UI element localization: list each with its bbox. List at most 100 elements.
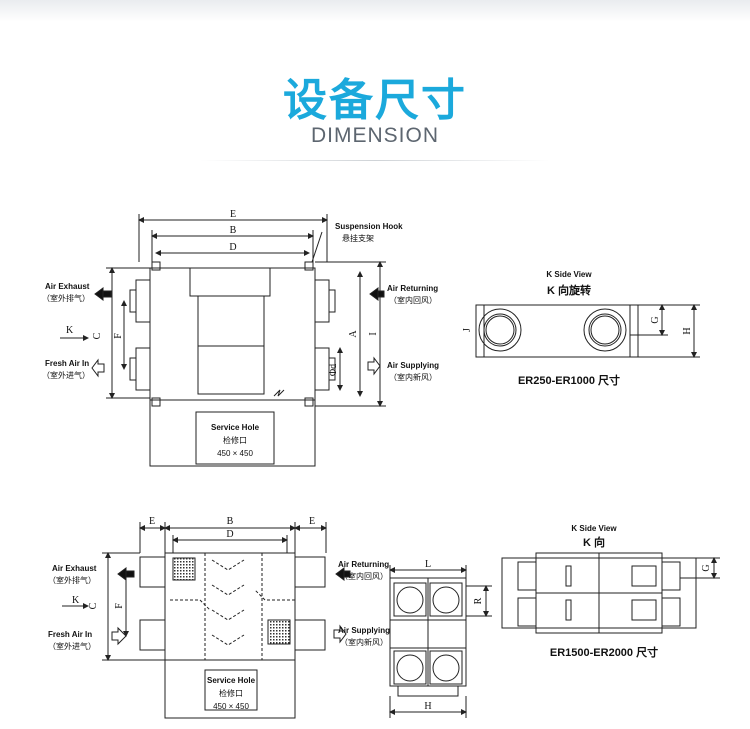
dim-C-bottom: C — [88, 602, 99, 609]
top-plan-labels: E B D C F A I Φd K Suspension Hook 悬挂支架 … — [42, 209, 439, 458]
top-duct-supply — [314, 347, 330, 391]
bottom-front-labels: L R H — [424, 559, 484, 712]
top-shadow-bar — [0, 0, 750, 22]
top-duct-exhaust — [135, 279, 151, 323]
air-returning-cn: （室内回风） — [389, 295, 437, 305]
bottom-duct-fresh — [139, 619, 166, 651]
b-air-supplying-cn: （室内新风） — [340, 637, 388, 647]
b-air-exhaust-cn: （室外排气） — [48, 575, 96, 585]
air-supplying-label: Air Supplying — [387, 361, 439, 370]
top-side-caption: ER250-ER1000 尺寸 — [518, 373, 620, 387]
top-hook-tr — [304, 261, 314, 271]
dim-R: R — [473, 597, 484, 604]
air-exhaust-label: Air Exhaust — [45, 282, 90, 291]
top-unit-core — [197, 295, 265, 395]
bottom-fresh-arrow — [111, 626, 127, 646]
dim-E: E — [230, 209, 236, 220]
b-service-hole-cn: 检修口 — [219, 688, 243, 698]
top-plan-view — [60, 214, 386, 467]
dim-K: K — [66, 325, 74, 336]
suspension-hook-cn: 悬挂支架 — [342, 233, 374, 243]
bottom-duct-supply — [294, 619, 326, 651]
b-air-returning-label: Air Returning — [338, 560, 389, 569]
title-divider — [200, 160, 550, 161]
dim-D-bottom: D — [226, 529, 233, 540]
air-supplying-cn: （室内新风） — [389, 372, 437, 382]
top-hook-tl — [151, 261, 161, 271]
dim-L: L — [425, 559, 431, 570]
top-unit-body — [149, 267, 316, 401]
bottom-exhaust-arrow — [117, 567, 127, 581]
service-hole-label: Service Hole — [211, 423, 260, 432]
top-side-port-right — [583, 308, 627, 352]
dim-phi-d: Φd — [328, 364, 339, 376]
page-subtitle: DIMENSION — [310, 124, 439, 147]
bottom-duct-exhaust — [139, 556, 166, 588]
bottom-front-port-4 — [429, 650, 463, 685]
bottom-front-port-2 — [429, 582, 463, 617]
top-service-box — [149, 399, 316, 467]
bottom-side-title: K Side View — [571, 524, 617, 533]
top-fresh-arrow — [91, 358, 105, 378]
top-dimension-lines — [60, 214, 386, 407]
dim-A: A — [348, 330, 359, 338]
air-returning-label: Air Returning — [387, 284, 438, 293]
top-supply-arrow — [367, 356, 381, 376]
b-air-exhaust-label: Air Exhaust — [52, 564, 97, 573]
bottom-front-view — [389, 565, 492, 718]
bottom-duct-return — [294, 556, 326, 588]
dim-F: F — [113, 333, 124, 339]
dim-C: C — [92, 332, 103, 339]
b-fresh-air-label: Fresh Air In — [48, 630, 92, 639]
bottom-side-caption: ER1500-ER2000 尺寸 — [550, 645, 658, 659]
dim-J: J — [462, 328, 473, 332]
top-side-title-cn: K 向旋转 — [547, 283, 591, 297]
dim-D: D — [229, 242, 236, 253]
dim-I: I — [368, 332, 379, 335]
bottom-service-box — [164, 659, 296, 719]
dim-H-front: H — [424, 701, 431, 712]
b-fresh-air-cn: （室外进气） — [48, 641, 96, 651]
top-unit-center-top — [189, 267, 271, 297]
bottom-service-hole — [204, 669, 258, 711]
top-side-body — [475, 304, 639, 358]
dim-F-bottom: F — [114, 603, 125, 609]
dim-G: G — [650, 316, 661, 323]
top-duct-fresh — [135, 347, 151, 391]
air-exhaust-cn: （室外排气） — [42, 293, 90, 303]
service-hole-cn: 检修口 — [223, 435, 247, 445]
fresh-air-label: Fresh Air In — [45, 359, 89, 368]
dim-E-left: E — [149, 516, 155, 527]
bottom-plan-view — [62, 522, 351, 719]
dim-B-bottom: B — [227, 516, 234, 527]
bottom-grill-right — [267, 619, 291, 645]
bottom-front-port-1 — [393, 582, 427, 617]
dim-K-bottom: K — [72, 595, 80, 606]
dim-B: B — [230, 225, 237, 236]
b-service-hole-size: 450 × 450 — [213, 702, 249, 711]
dim-G-bottom: G — [701, 564, 712, 571]
top-duct-return — [314, 279, 330, 323]
fresh-air-cn: （室外进气） — [42, 370, 90, 380]
page-title: 设备尺寸 — [283, 75, 467, 126]
top-hook-bl — [151, 397, 161, 407]
bottom-grill-left — [172, 557, 196, 581]
service-hole-size: 450 × 450 — [217, 449, 253, 458]
top-side-title: K Side View — [546, 270, 592, 279]
bottom-front-port-3 — [393, 650, 427, 685]
bottom-internal-hidden-lines — [170, 553, 295, 660]
top-side-port-left — [478, 308, 522, 352]
bottom-plan-labels: E B E D C F K Air Exhaust （室外排气） Fresh A… — [48, 516, 390, 711]
bottom-dimension-lines — [62, 522, 327, 661]
top-hook-br — [304, 397, 314, 407]
b-service-hole-label: Service Hole — [207, 676, 256, 685]
b-air-returning-cn: （室内回风） — [340, 571, 388, 581]
top-side-view — [475, 304, 700, 358]
dim-H: H — [682, 327, 693, 334]
top-return-arrow — [369, 287, 379, 301]
top-exhaust-arrow — [94, 287, 104, 301]
bottom-side-labels: K Side View K 向 G ER1500-ER2000 尺寸 — [550, 524, 712, 659]
dim-E-right: E — [309, 516, 315, 527]
bottom-supply-arrow — [333, 624, 347, 644]
